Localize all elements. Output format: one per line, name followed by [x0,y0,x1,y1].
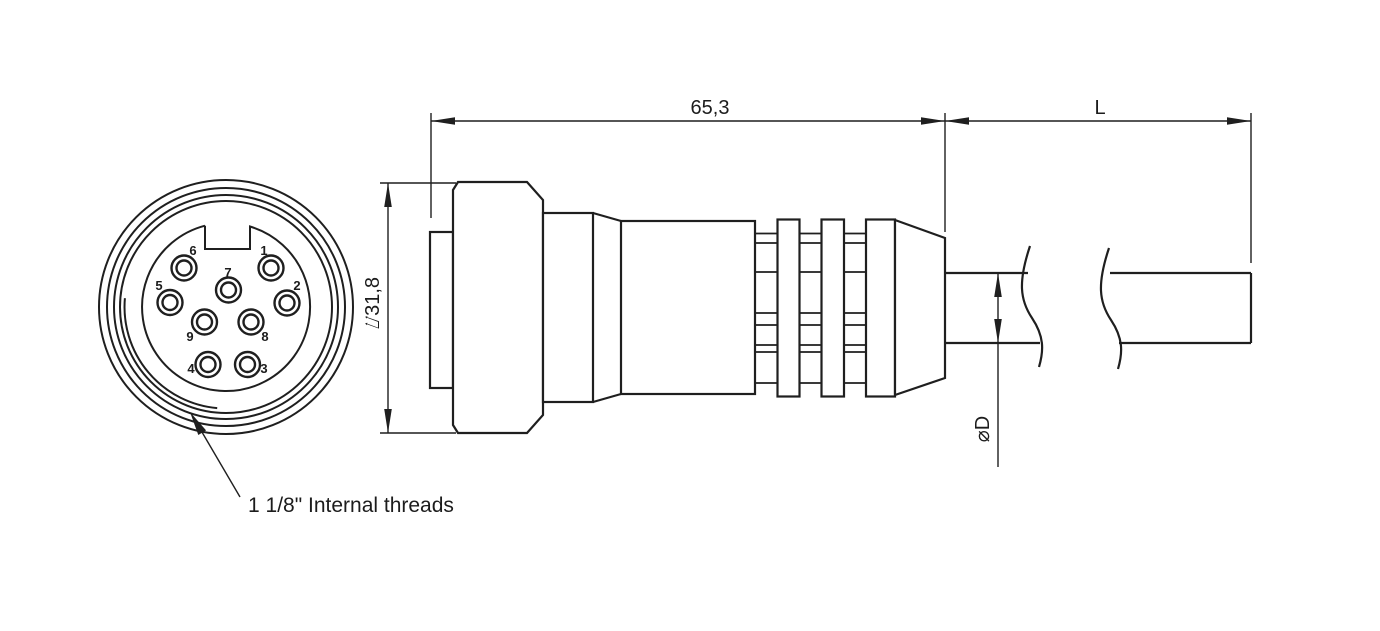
dimension-cable-length: L [945,97,1252,263]
thread-ring-4 [119,200,333,414]
dimension-cable-diameter: ⌀D [972,273,1002,467]
strain-relief-ring-1 [776,218,801,398]
connector-diameter-label: ⌰31,8 [362,277,384,329]
pin-9-outer [190,308,219,336]
pin-1-label: 1 [260,243,267,258]
pin-8-outer [237,308,265,336]
pin-5-outer [156,288,184,317]
pin-2: 2 [273,278,301,317]
pin-9: 9 [186,308,219,344]
pin-2-outer [273,289,301,317]
thread-ring-2 [106,187,346,427]
thread-ring-3 [113,194,339,420]
pin-1-outer [257,254,285,282]
thread-lead-arc [123,298,218,410]
arrow-down [994,319,1002,343]
dimension-connector-diameter: ⌰31,8 [362,182,456,434]
outer-ring [98,179,354,435]
leader-arrow [190,412,207,435]
dimension-connector-length: 65,3 [430,97,946,232]
pin-4-outer [194,350,222,379]
pin-7: 7 [214,265,243,304]
pin-1: 1 [257,243,285,282]
arrow-up [994,273,1002,297]
arrow-right [921,117,945,125]
break-mark-1 [1020,245,1044,368]
pin-2-label: 2 [293,278,300,293]
internal-threads-callout: 1 1/8" Internal threads [190,412,454,517]
pin-4: 4 [187,350,222,379]
connector-length-label: 65,3 [691,97,730,119]
cable [945,245,1253,370]
body-cylinder [619,219,757,396]
pin-5-label: 5 [155,278,162,293]
pin-8: 8 [237,308,269,344]
pin-6-inner [175,259,193,277]
arrow-up [384,183,392,207]
thread-rings [98,179,354,435]
pin-2-inner [278,294,296,312]
pin-9-inner [195,313,214,331]
pin-8-inner [242,313,260,331]
strain-relief-cone [893,218,947,397]
arrow-left [431,117,455,125]
pin-7-inner [219,281,238,299]
pin-7-outer [214,276,243,304]
pin-7-label: 7 [224,265,231,280]
break-mark-2 [1099,247,1123,370]
cable-segment-2 [1110,271,1253,345]
arrow-right [1227,117,1251,125]
strain-relief-ring-2 [820,218,846,398]
pin-8-label: 8 [261,329,268,344]
pin-3-inner [238,355,257,374]
neck-cylinder [541,211,595,404]
leader-line [198,426,241,498]
pin-4-inner [199,355,217,374]
neck-taper-edges [592,211,622,404]
pin-5: 5 [155,278,184,317]
coupling-nut [451,180,545,435]
pin-6-label: 6 [189,243,196,258]
keyed-insert-circle [141,224,312,393]
strain-relief-grooves [755,232,866,384]
pin-3-outer [233,350,262,379]
mating-face [428,230,455,390]
pin-3: 3 [233,350,268,379]
pin-4-label: 4 [187,361,195,376]
cable-length-label: L [1094,97,1105,119]
side-view [428,180,1253,435]
cable-diameter-label: ⌀D [972,416,994,442]
internal-threads-note: 1 1/8" Internal threads [248,494,454,517]
pin-6: 6 [170,243,198,282]
pin-5-inner [161,293,179,312]
pin-1-inner [262,259,280,277]
pin-6-outer [170,254,198,282]
arrow-left [945,117,969,125]
pin-3-label: 3 [260,361,267,376]
cable-segment-1 [945,271,1040,345]
strain-relief-end-ring [864,218,897,398]
arrow-down [384,409,392,433]
front-view: 6 1 7 5 2 9 8 [98,179,454,517]
pin-9-label: 9 [186,329,193,344]
